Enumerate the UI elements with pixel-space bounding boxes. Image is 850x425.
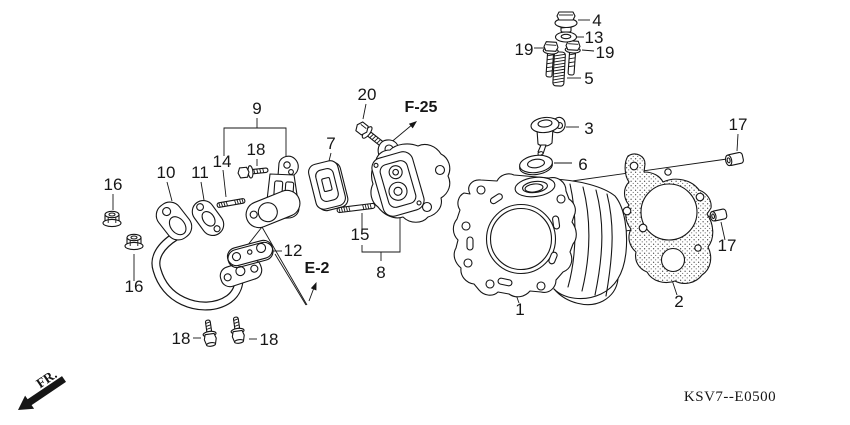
air-valve-3	[530, 116, 566, 156]
callout-18c: 18	[260, 330, 279, 349]
callout-7: 7	[326, 134, 335, 153]
callout-16b: 16	[125, 277, 144, 296]
callout-4: 4	[592, 11, 601, 30]
flange-bolt-19b	[564, 40, 581, 76]
callout-2: 2	[674, 292, 683, 311]
water-pipe-10	[151, 201, 263, 311]
sealing-bolt-4	[554, 11, 578, 33]
washer-13	[554, 31, 578, 43]
flange-bolt-19a	[542, 41, 559, 78]
reed-valve-assembly	[245, 155, 301, 229]
stud-14	[216, 198, 246, 208]
diagram-code: KSV7--E0500	[684, 389, 776, 405]
flange-bolt-20	[355, 121, 384, 146]
flange-bolt-18a	[237, 165, 269, 179]
callout-18b: 18	[172, 329, 191, 348]
callout-labels: 4 13 19 19 5 20 9 18 14 7 3 6 17 17 16 1…	[104, 11, 748, 349]
insulator-7	[308, 160, 349, 212]
callout-15: 15	[351, 225, 370, 244]
callout-16a: 16	[104, 175, 123, 194]
callout-17a: 17	[729, 115, 748, 134]
callout-12: 12	[284, 241, 303, 260]
callout-20: 20	[358, 85, 377, 104]
ref-arrow-e2	[308, 282, 317, 302]
flange-nut-16a	[102, 210, 122, 228]
callout-13: 13	[585, 28, 604, 47]
callout-18a: 18	[247, 140, 266, 159]
dowel-pin-17b	[709, 208, 728, 222]
callout-6: 6	[578, 155, 587, 174]
callout-11: 11	[191, 163, 209, 182]
callout-10: 10	[157, 163, 176, 182]
stud-15	[336, 202, 376, 214]
callout-17b: 17	[718, 236, 737, 255]
cylinder-gasket-2	[622, 153, 714, 284]
intake-manifold	[370, 139, 451, 223]
callout-9: 9	[252, 99, 261, 118]
callout-14: 14	[213, 152, 232, 171]
callout-8: 8	[376, 263, 385, 282]
cylinder-1	[452, 173, 628, 306]
callout-5: 5	[584, 69, 593, 88]
flange-bolt-18b	[202, 319, 217, 347]
ref-label-e2: E-2	[305, 260, 330, 277]
joint-plate-12	[226, 239, 274, 269]
ref-label-f25: F-25	[405, 99, 438, 116]
callout-19a: 19	[515, 40, 534, 59]
pipe-gasket-11	[191, 199, 225, 237]
front-direction-arrow: FR.	[18, 367, 66, 410]
callout-19b: 19	[596, 43, 615, 62]
valve-seal-6	[519, 154, 553, 176]
callout-3: 3	[584, 119, 593, 138]
callout-1: 1	[515, 300, 524, 319]
stud-5	[552, 51, 566, 87]
dowel-pin-17a	[724, 151, 744, 167]
flange-bolt-18c	[230, 316, 245, 344]
flange-nut-16b	[124, 233, 144, 251]
